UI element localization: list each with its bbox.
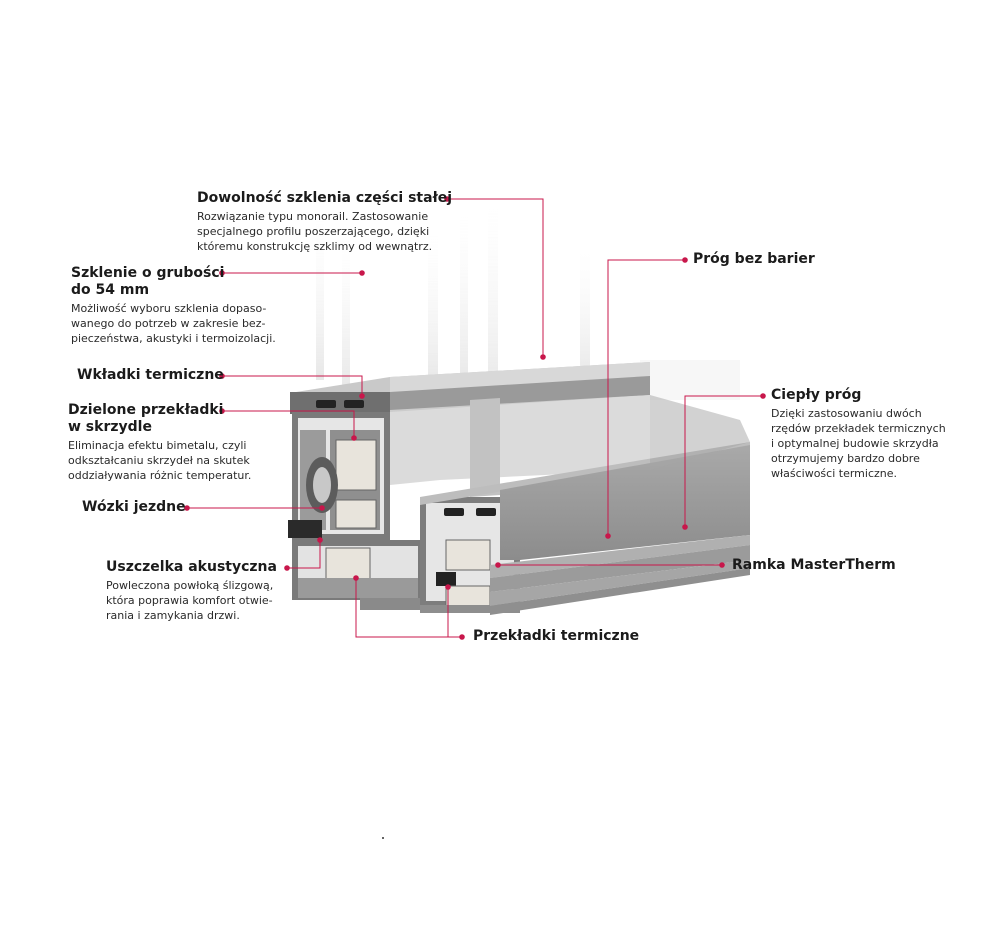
callout-title: Przekładki termiczne — [473, 628, 640, 644]
glass-panes — [316, 205, 740, 400]
callout-title: Dzielone przekładki w skrzydle — [68, 402, 251, 436]
callout-prog: Próg bez barier — [693, 251, 815, 268]
desc-line: pieczeństwa, akustyki i termoizolacji. — [71, 332, 276, 345]
callout-title: Uszczelka akustyczna — [106, 559, 277, 575]
left-threshold-section — [292, 540, 490, 610]
desc-line: otrzymujemy bardzo dobre — [771, 452, 920, 465]
title-line: Szklenie o grubości — [71, 265, 225, 281]
desc-line: właściwości termiczne. — [771, 467, 897, 480]
callout-dowolnosc: Dowolność szklenia części stałej Rozwiąz… — [197, 190, 452, 254]
desc-line: która poprawia komfort otwie- — [106, 594, 273, 607]
connector-prog — [607, 259, 685, 536]
extruded-frame-body — [420, 395, 750, 615]
desc-line: Możliwość wyboru szklenia dopaso- — [71, 302, 267, 315]
connector-cieply — [684, 395, 763, 527]
desc-line: Dzięki zastosowaniu dwóch — [771, 407, 922, 420]
callout-desc: Powleczona powłoką ślizgową, która popra… — [106, 578, 277, 623]
connector-dowolnosc — [447, 198, 544, 357]
connector-wkladki — [222, 375, 363, 396]
callout-szklenie: Szklenie o grubości do 54 mm Możliwość w… — [71, 265, 276, 346]
callout-dzielone: Dzielone przekładki w skrzydle Eliminacj… — [68, 402, 251, 483]
callout-wkladki: Wkładki termiczne — [77, 367, 224, 384]
callout-desc: Rozwiązanie typu monorail. Zastosowanie … — [197, 209, 452, 254]
connector-przekladki-2 — [355, 578, 448, 638]
desc-line: odkształcaniu skrzydeł na skutek — [68, 454, 250, 467]
callout-title: Próg bez barier — [693, 251, 815, 267]
callout-ramka: Ramka MasterTherm — [732, 557, 896, 574]
connector-dzielone — [222, 410, 355, 438]
desc-line: specjalnego profilu poszerzającego, dzię… — [197, 225, 430, 238]
callout-title: Ciepły próg — [771, 387, 862, 403]
desc-line: oddziaływania różnic temperatur. — [68, 469, 252, 482]
title-line: do 54 mm — [71, 282, 150, 298]
desc-line: wanego do potrzeb w zakresie bez- — [71, 317, 266, 330]
callout-desc: Eliminacja efektu bimetalu, czyli odkszt… — [68, 438, 251, 483]
callout-title: Ramka MasterTherm — [732, 557, 896, 573]
callout-cieply: Ciepły próg Dzięki zastosowaniu dwóch rz… — [771, 387, 946, 481]
desc-line: któremu konstrukcję szklimy od wewnątrz. — [197, 240, 433, 253]
callout-desc: Dzięki zastosowaniu dwóch rzędów przekła… — [771, 406, 946, 481]
callout-title: Szklenie o grubości do 54 mm — [71, 265, 276, 299]
callout-title: Dowolność szklenia części stałej — [197, 190, 453, 206]
desc-line: rania i zamykania drzwi. — [106, 609, 240, 622]
callout-dots — [184, 196, 766, 640]
desc-line: rzędów przekładek termicznych — [771, 422, 946, 435]
title-line: Dzielone przekładki — [68, 402, 224, 418]
callout-desc: Możliwość wyboru szklenia dopaso- wanego… — [71, 301, 276, 346]
callout-title: Wkładki termiczne — [77, 367, 224, 383]
connector-uszczelka — [287, 540, 321, 569]
callout-connectors — [187, 198, 763, 638]
desc-line: Eliminacja efektu bimetalu, czyli — [68, 439, 247, 452]
callout-przekladki: Przekładki termiczne — [473, 628, 639, 645]
desc-line: i optymalnej budowie skrzydła — [771, 437, 939, 450]
desc-line: Rozwiązanie typu monorail. Zastosowanie — [197, 210, 429, 223]
callout-wozki: Wózki jezdne — [82, 499, 186, 516]
title-line: w skrzydle — [68, 419, 152, 435]
left-sash-section — [288, 400, 390, 540]
desc-line: Powleczona powłoką ślizgową, — [106, 579, 274, 592]
callout-title: Wózki jezdne — [82, 499, 186, 515]
stray-dot — [382, 837, 384, 839]
sash-glass — [390, 395, 650, 497]
callout-uszczelka: Uszczelka akustyczna Powleczona powłoką … — [106, 559, 277, 623]
frame-rear-profile — [290, 362, 650, 414]
